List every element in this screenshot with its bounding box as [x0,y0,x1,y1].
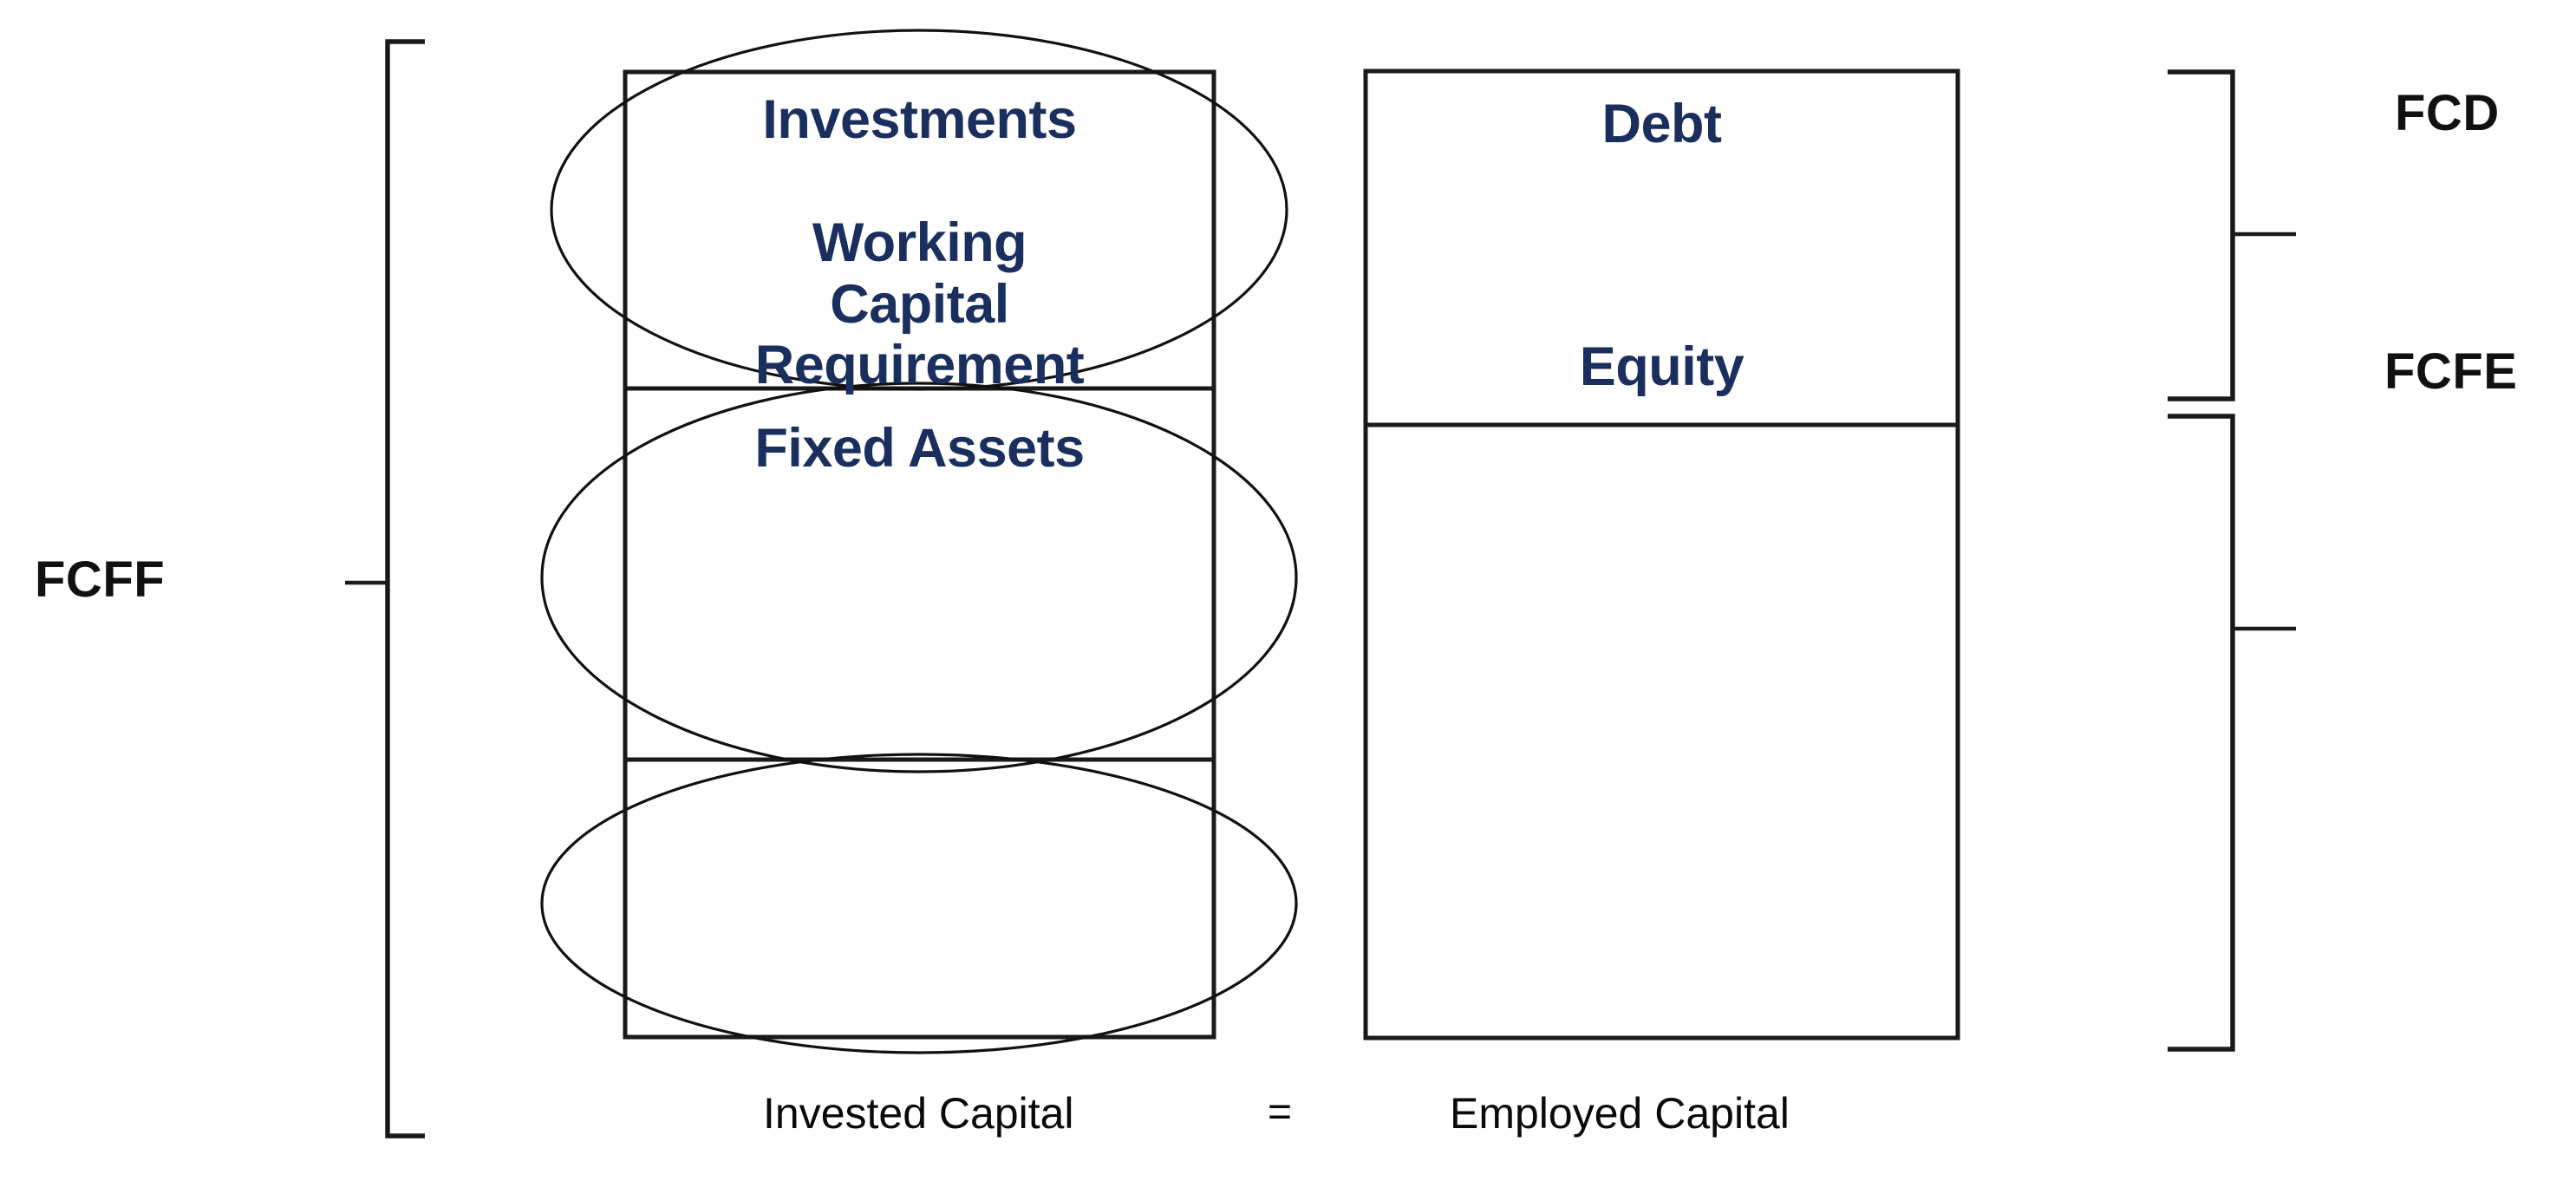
ellipse-investments [550,29,1288,391]
liabilities-box-outline [1363,69,1960,1041]
ellipse-working-capital [540,382,1298,773]
bracket-label-fcff: FCFF [35,551,166,608]
ellipse-highlight-group [540,29,1298,1054]
fcff-bracket-group [345,39,425,1139]
assets-segment-label-investments: Investments [762,89,1077,150]
assets-box-outline [623,69,1216,1040]
liabilities-box-group [1363,69,1960,1041]
fcd-bracket [2168,69,2235,401]
assets-segment-label-fixed-assets: Fixed Assets [754,418,1085,479]
fcff-bracket [385,39,425,1139]
fcfe-bracket [2168,414,2235,1052]
bracket-label-fcfe: FCFE [2384,343,2518,400]
assets-segment-label-working-capital-requirement: Working Capital Requirement [754,212,1085,396]
caption-invested-capital: Invested Capital [763,1089,1074,1138]
fcfe-bracket-group [2168,414,2296,1052]
caption-equals-sign: = [1268,1089,1293,1135]
liabilities-segment-label-equity: Equity [1579,336,1745,397]
liabilities-segment-label-debt: Debt [1601,94,1723,154]
caption-employed-capital: Employed Capital [1450,1089,1790,1138]
bracket-label-fcd: FCD [2395,85,2500,141]
ellipse-fixed-assets [540,753,1298,1054]
fcd-bracket-group [2168,69,2296,401]
